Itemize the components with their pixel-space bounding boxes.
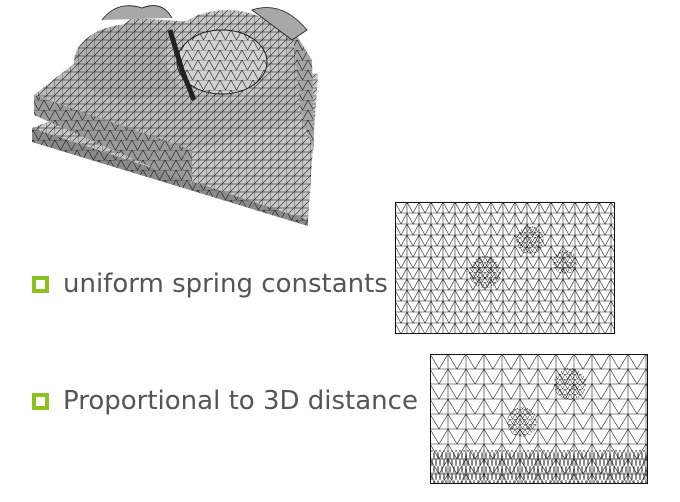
terrain-mesh-3d-image [22, 0, 332, 230]
square-bullet-icon [32, 275, 49, 293]
mesh-2d-proportional-image [430, 354, 648, 484]
bullet-text: Proportional to 3D distance [63, 386, 418, 416]
square-bullet-icon [32, 392, 49, 410]
bullet-text: uniform spring constants [63, 269, 388, 299]
bullet-item-uniform-spring: uniform spring constants [32, 269, 388, 299]
mesh-2d-uniform-image [395, 202, 615, 334]
bullet-item-3d-distance: Proportional to 3D distance [32, 386, 418, 416]
